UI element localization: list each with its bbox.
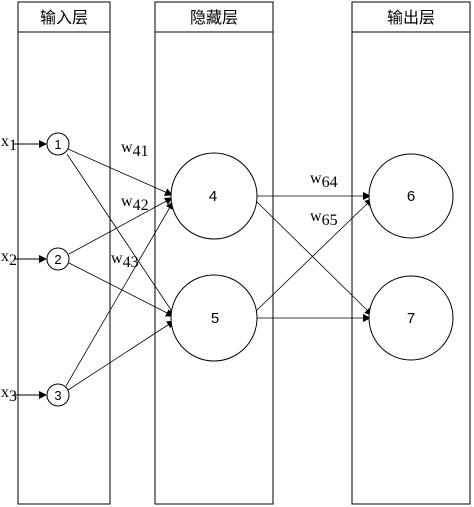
edge-2-4 xyxy=(68,197,173,255)
output-node-6 xyxy=(368,153,454,239)
output-node-6-label: 6 xyxy=(407,188,415,205)
input-node-2-label: 2 xyxy=(54,252,61,267)
edge-3-4 xyxy=(65,201,174,387)
edge-5-6 xyxy=(254,198,373,313)
weight-label-w41: w41 xyxy=(121,139,149,160)
edge-3-5 xyxy=(67,320,175,391)
output-node-7-label: 7 xyxy=(407,310,415,327)
weight-label-w43: w43 xyxy=(111,250,139,271)
input-node-1-label: 1 xyxy=(54,137,61,152)
hidden-layer-panel xyxy=(154,1,274,505)
hidden-layer-title: 隐藏层 xyxy=(190,8,238,27)
input-node-1 xyxy=(46,132,70,156)
edge-4-7 xyxy=(254,199,373,316)
hidden-node-4 xyxy=(170,152,258,240)
weight-label-w65: w65 xyxy=(310,208,338,229)
input-layer-title: 输入层 xyxy=(40,8,88,27)
input-node-3 xyxy=(46,383,70,407)
weight-label-w42: w42 xyxy=(121,193,149,214)
input-node-3-label: 3 xyxy=(54,388,61,403)
input-var-x2: x2 xyxy=(1,248,17,269)
edge-1-5 xyxy=(66,153,176,317)
edge-2-5 xyxy=(68,262,174,317)
weight-label-w64: w64 xyxy=(310,170,338,191)
output-layer-panel xyxy=(351,1,471,505)
output-layer-title: 输出层 xyxy=(387,8,435,27)
hidden-node-5-label: 5 xyxy=(211,310,219,327)
output-node-7 xyxy=(368,275,454,361)
input-node-2 xyxy=(46,247,70,271)
input-var-x1: x1 xyxy=(1,133,17,154)
hidden-node-5 xyxy=(170,274,258,362)
hidden-node-4-label: 4 xyxy=(209,188,217,205)
edge-1-4 xyxy=(67,148,173,196)
input-var-x3: x3 xyxy=(1,384,17,405)
